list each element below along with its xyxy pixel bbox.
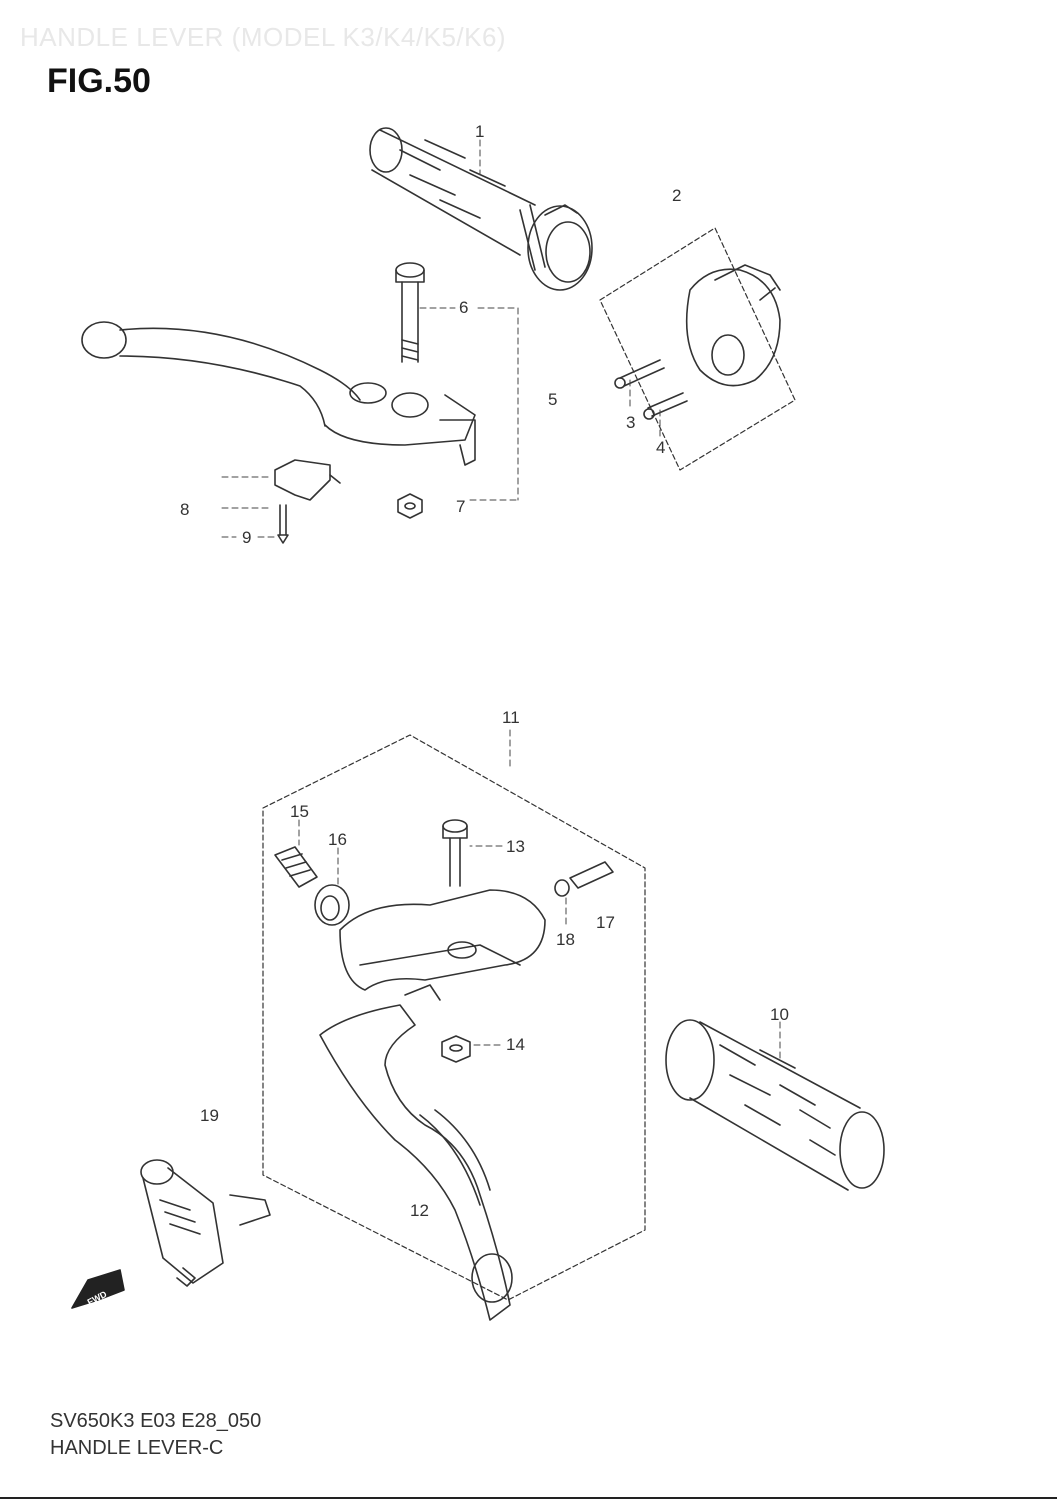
brake-lever: [81, 321, 476, 466]
bolt-13: [442, 819, 468, 887]
callout-3: 3: [626, 413, 635, 432]
callout-8: 8: [180, 500, 189, 519]
bracket-8: [274, 459, 341, 501]
leader-lines-bottom: [298, 729, 781, 1061]
header-watermark: HANDLE LEVER (MODEL K3/K4/K5/K6): [20, 22, 507, 52]
footer-figure-name: HANDLE LEVER-C: [50, 1437, 224, 1459]
switch-housing-box: [599, 227, 796, 471]
callout-12: 12: [410, 1201, 429, 1220]
callout-18: 18: [556, 930, 575, 949]
callout-15: 15: [290, 802, 309, 821]
fwd-arrow-icon: [71, 1269, 125, 1309]
leader-lines-top: [221, 139, 661, 538]
nut-14: [441, 1035, 471, 1063]
screw-4: [643, 392, 688, 420]
callout-16: 16: [328, 830, 347, 849]
pivot-bolt: [395, 262, 425, 363]
callout-6: 6: [459, 298, 468, 317]
washer-18: [554, 879, 570, 897]
adjuster-15: [274, 846, 318, 888]
left-grip: [665, 1019, 885, 1191]
callout-19: 19: [200, 1106, 219, 1125]
clutch-switch: [140, 1159, 271, 1287]
clutch-lever-holder: [339, 889, 546, 1001]
callout-2: 2: [672, 186, 681, 205]
bushing-16: [314, 884, 350, 926]
callout-13: 13: [506, 837, 525, 856]
throttle-grip: [369, 127, 593, 291]
callout-17: 17: [596, 913, 615, 932]
callout-7: 7: [456, 497, 465, 516]
figure-title: FIG.50: [47, 62, 151, 100]
bottom-rule: [0, 1497, 1057, 1499]
callout-9: 9: [242, 528, 251, 547]
clutch-lever: [319, 1004, 513, 1321]
screw-17: [569, 861, 614, 889]
callout-labels: 1 2 3 4 5 6 7 8 9 10 11 12 13 14 15 16 1…: [180, 122, 789, 1220]
callout-11: 11: [502, 708, 520, 727]
screw-3: [614, 359, 665, 389]
callout-5: 5: [548, 390, 557, 409]
callout-4: 4: [656, 438, 665, 457]
callout-1: 1: [475, 122, 484, 141]
footer-drawing-code: SV650K3 E03 E28_050: [50, 1410, 262, 1432]
callout-14: 14: [506, 1035, 525, 1054]
screw-9: [277, 504, 289, 544]
callout-10: 10: [770, 1005, 789, 1024]
clutch-lever-box: [262, 734, 646, 1301]
nut-7: [397, 493, 423, 519]
